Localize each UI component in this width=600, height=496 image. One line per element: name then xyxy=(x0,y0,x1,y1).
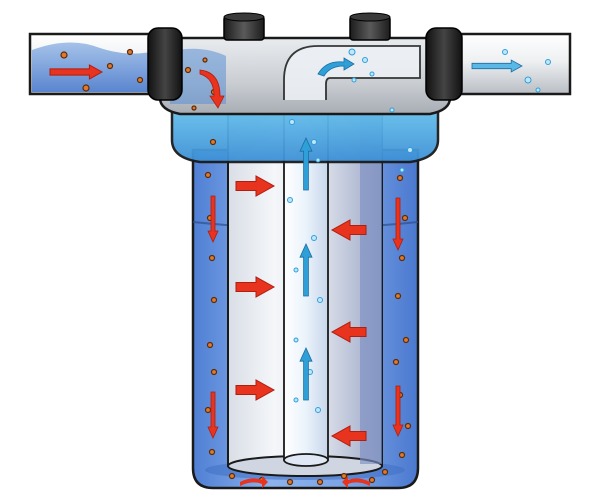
sediment-dot-icon xyxy=(136,76,144,84)
top-port-right xyxy=(349,12,391,41)
head-down-arrow xyxy=(199,69,225,109)
sediment-dot-icon xyxy=(392,358,400,366)
bubble-icon xyxy=(369,71,375,77)
downflow-arrow xyxy=(392,197,404,251)
inlet-flow-arrow xyxy=(49,64,104,80)
bubble-icon xyxy=(348,48,356,56)
inflow-arrow-right xyxy=(330,321,367,343)
bubble-icon xyxy=(524,76,532,84)
sediment-dot-icon xyxy=(398,451,406,459)
sediment-dot-icon xyxy=(401,214,409,222)
clean-water-bubbles xyxy=(287,48,551,413)
sediment-dot-icon xyxy=(191,105,197,111)
bubble-icon xyxy=(293,397,299,403)
sediment-dot-icon xyxy=(126,48,134,56)
clean-turn-arrow xyxy=(317,57,355,77)
bubble-icon xyxy=(287,197,293,203)
sediment-dot-icon xyxy=(340,472,348,480)
bubble-icon xyxy=(399,167,405,173)
bubble-icon xyxy=(293,267,299,273)
sediment-dot-icon xyxy=(396,174,404,182)
sediment-dot-icon xyxy=(286,478,294,486)
sediment-dot-icon xyxy=(204,171,212,179)
clean-up-arrow xyxy=(299,137,313,191)
inflow-arrow-left xyxy=(235,379,276,401)
sediment-dot-icon xyxy=(210,368,218,376)
inflow-arrow-left xyxy=(235,276,276,298)
bubble-icon xyxy=(545,59,551,65)
sediment-dot-icon xyxy=(316,478,324,486)
sediment-dot-icon xyxy=(210,296,218,304)
inflow-arrow-right xyxy=(330,219,367,241)
bubble-icon xyxy=(315,157,321,163)
outlet-coupling xyxy=(425,27,463,101)
sediment-dot-icon xyxy=(204,406,212,414)
bottom-swirl-arrow xyxy=(240,476,268,488)
bubble-icon xyxy=(407,147,413,153)
top-port-left xyxy=(223,12,265,41)
inflow-arrow-left xyxy=(235,175,276,197)
bubble-icon xyxy=(535,87,541,93)
bubble-icon xyxy=(289,119,295,125)
sediment-dot-icon xyxy=(184,66,192,74)
bubble-icon xyxy=(293,337,299,343)
sediment-dot-icon xyxy=(202,57,208,63)
sediment-dot-icon xyxy=(106,62,114,70)
bubble-icon xyxy=(311,235,317,241)
sediment-dot-icon xyxy=(394,292,402,300)
downflow-arrow xyxy=(207,195,219,243)
sediment-dot-icon xyxy=(60,51,68,59)
sediment-dot-icon xyxy=(208,254,216,262)
sediment-dot-icon xyxy=(368,476,376,484)
downflow-arrow xyxy=(392,385,404,437)
bottom-swirl-arrow xyxy=(342,476,370,488)
sediment-dot-icon xyxy=(398,254,406,262)
sediment-dot-icon xyxy=(206,341,214,349)
sediment-dot-icon xyxy=(82,84,90,92)
inlet-pipe xyxy=(28,32,162,96)
sediment-dot-icon xyxy=(228,472,236,480)
bubble-icon xyxy=(315,407,321,413)
inflow-arrow-right xyxy=(330,425,367,447)
bubble-icon xyxy=(362,57,368,63)
flow-arrows xyxy=(49,57,523,488)
bubble-icon xyxy=(389,107,395,113)
sediment-dot-icon xyxy=(381,468,389,476)
bubble-icon xyxy=(311,139,317,145)
outlet-flow-arrow xyxy=(471,59,523,73)
sediment-dot-icon xyxy=(404,422,412,430)
bubble-icon xyxy=(351,77,357,83)
bubble-icon xyxy=(317,297,323,303)
clean-up-arrow xyxy=(299,347,313,401)
inlet-coupling xyxy=(147,27,183,101)
outlet-elbow-tube xyxy=(283,45,421,100)
sediment-dot-icon xyxy=(208,448,216,456)
sediment-dot-icon xyxy=(209,138,217,146)
downflow-arrow xyxy=(207,391,219,439)
bubble-icon xyxy=(502,49,508,55)
clean-up-arrow xyxy=(299,243,313,297)
sediment-dot-icon xyxy=(402,336,410,344)
